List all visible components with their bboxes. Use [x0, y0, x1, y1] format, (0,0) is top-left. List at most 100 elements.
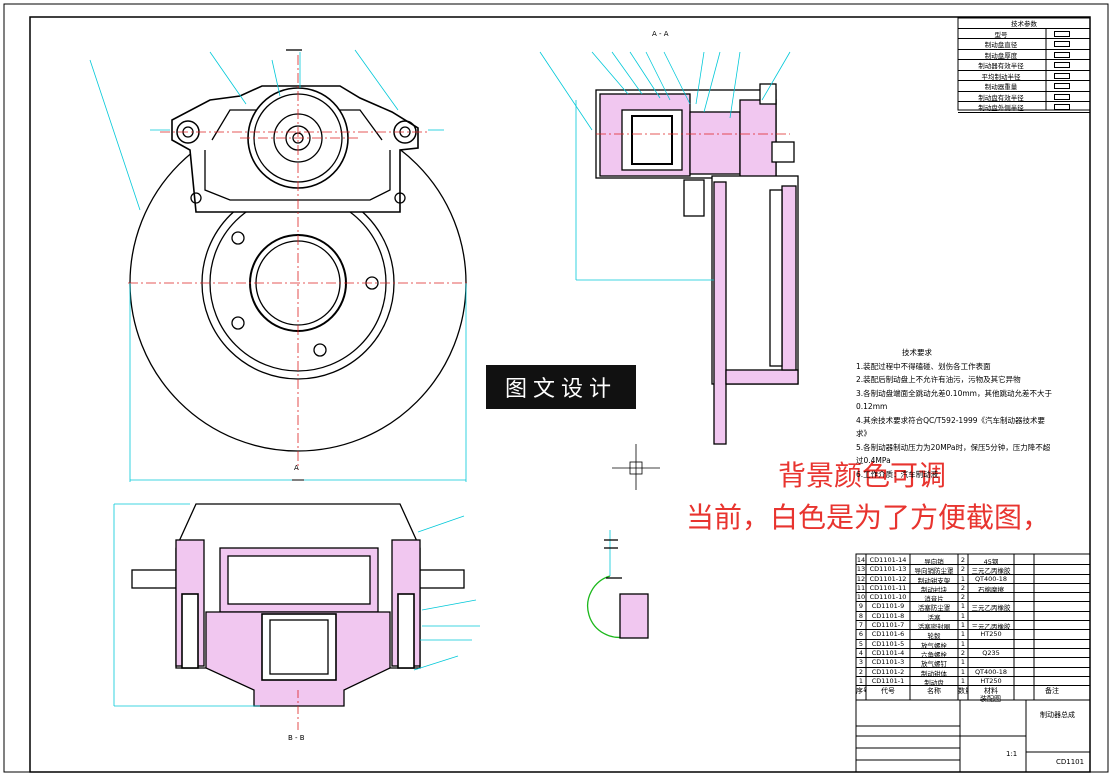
bom-cell: QT400-18 [974, 574, 1008, 583]
bom-cell: 活塞防尘罩 [917, 604, 951, 611]
bom-cell: CD1101-6 [871, 630, 905, 639]
bom-cell: 制动钳体 [921, 669, 947, 676]
bom-cell: CD1101-12 [869, 574, 907, 583]
bom-cell [968, 658, 1014, 666]
bom-cell: 六角螺栓 [921, 650, 947, 658]
bom-frame [855, 553, 1091, 773]
bom-cell [968, 640, 1014, 648]
bom-cell: 12 [856, 574, 866, 583]
bom-cell: CD1101-2 [871, 667, 905, 676]
bom-cell [1014, 612, 1090, 620]
bom-cell: 1 [960, 630, 966, 639]
bom-cell: 三元乙丙橡胶 [971, 623, 1011, 630]
bom-cell: 1 [960, 639, 966, 648]
bom-cell: 2 [960, 583, 966, 592]
bom-cell: 2 [858, 667, 864, 676]
bom-cell: 7 [858, 621, 864, 630]
title-block: 装配图 制动器总成 CD1101 1:1 [856, 680, 1090, 772]
detail-view [587, 530, 649, 639]
bom-cell: CD1101-11 [869, 583, 907, 592]
parameter-name: 制动盘直径 [984, 41, 1018, 49]
bom-cell: CD1101-8 [871, 611, 905, 620]
parameter-name: 型号 [994, 30, 1008, 39]
bom-cell: 1 [960, 676, 966, 685]
bom-cell [1014, 658, 1090, 666]
tech-req-item: 3.各制动盘端面全跳动允差0.10mm，其他跳动允差不大于0.12mm [856, 388, 1052, 412]
bom-cell: 制动盘 [924, 678, 944, 686]
watermark-badge: 图文设计 [486, 365, 636, 409]
parameter-row: 制动器有效半径 [958, 60, 1090, 71]
bom-cell: 2 [960, 593, 966, 602]
bom-cell: 4 [858, 648, 864, 657]
drawing-code: CD1101 [1056, 758, 1085, 766]
bom-cell: 11 [856, 583, 866, 592]
parameter-value-box [1044, 50, 1090, 60]
tech-req-item: 6.工作介质：汽车制动液 [856, 469, 939, 479]
parameter-name: 制动器重量 [984, 83, 1018, 91]
bom-cell: 导向销 [924, 558, 944, 565]
bom-cell: 石棉摩擦 [978, 585, 1004, 593]
bom-cell [1014, 668, 1090, 676]
bom-cell [1014, 602, 1090, 610]
parameter-row: 制动盘直径 [958, 39, 1090, 50]
bom-cell: CD1101-5 [871, 639, 905, 648]
bom-cell: QT400-18 [974, 667, 1008, 676]
tech-req-item: 5.各制动器制动压力为20MPa时，保压5分钟，压力降不超过0.4MPa [856, 442, 1051, 466]
bom-cell: CD1101-3 [871, 658, 905, 667]
bom-cell [1014, 584, 1090, 592]
bom-cell: CD1101-10 [869, 593, 907, 602]
bom-cell [1014, 575, 1090, 583]
crosshair [612, 444, 660, 490]
bom-cell: 14 [856, 556, 866, 564]
bom-cell: 2 [960, 565, 966, 574]
technical-requirements: 技术要求 1.装配过程中不得磕碰、划伤各工作表面 2.装配后制动盘上不允许有油污… [856, 346, 1056, 481]
section-aa-view [539, 51, 799, 445]
parameter-name: 平均制动半径 [981, 72, 1021, 81]
bom-cell: 3 [858, 658, 864, 667]
bom-cell: 三元乙丙橡胶 [971, 604, 1011, 611]
assembly-name: 制动器总成 [1040, 711, 1075, 719]
bom-cell: 9 [858, 602, 864, 611]
bom-cell: Q235 [982, 648, 1000, 657]
bom-cell [1014, 556, 1090, 564]
legend-frame [957, 17, 1091, 111]
tech-req-item: 1.装配过程中不得磕碰、划伤各工作表面 [856, 361, 991, 371]
bom-cell: 1 [960, 621, 966, 630]
bom-cell: 1 [960, 574, 966, 583]
bom-cell: 2 [960, 648, 966, 657]
bom-cell: 轮毂 [927, 632, 941, 639]
bom-cell: 13 [856, 565, 866, 574]
parameter-name: 制动盘外侧半径 [978, 104, 1024, 112]
bom-cell: CD1101-4 [871, 648, 905, 657]
bom-cell: 导向销防尘罩 [914, 567, 954, 574]
bom-cell: 制动钳支架 [917, 576, 951, 583]
bom-cell [1014, 640, 1090, 648]
parameter-value-box [1044, 29, 1090, 39]
bom-cell: 10 [856, 593, 866, 602]
bom-cell: 6 [858, 630, 864, 639]
bom-cell [1014, 565, 1090, 573]
parameter-value-box [1044, 39, 1090, 49]
note-background-adjustable: 背景颜色可调 [778, 459, 947, 492]
parameter-row: 制动盘有效半径 [958, 92, 1090, 102]
bom-cell [968, 612, 1014, 620]
bom-cell: 制动衬块 [921, 585, 947, 593]
bom-cell [1014, 649, 1090, 657]
parameter-row: 型号 [958, 29, 1090, 39]
bom-header-row: 序号 代号 名称 数量 材料 备注 [856, 687, 1059, 696]
bom-cell: 8 [858, 611, 864, 620]
bom-cell: 消音片 [924, 595, 944, 602]
tech-req-item: 2.装配后制动盘上不允许有油污，污物及其它异物 [856, 375, 1021, 384]
section-bb-view [113, 503, 480, 732]
bom-cell: 2 [960, 556, 966, 564]
